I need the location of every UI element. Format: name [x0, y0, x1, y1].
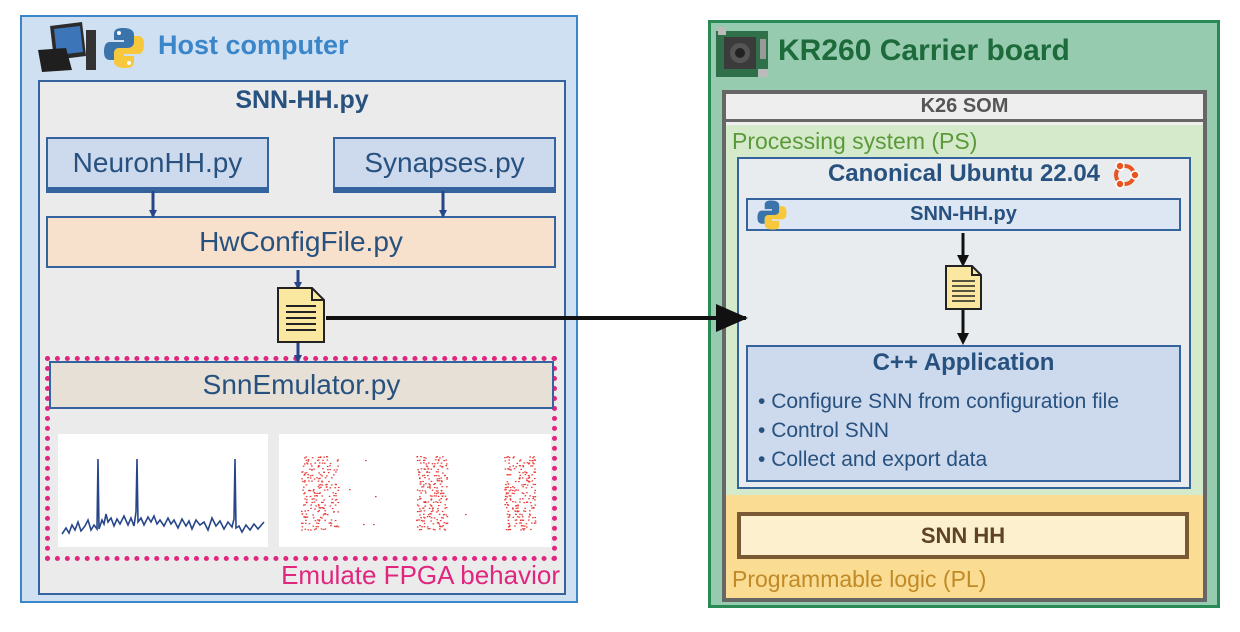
snn-emulator-box: SnnEmulator.py	[49, 361, 554, 409]
document-icon	[945, 265, 982, 310]
hwconfig-box: HwConfigFile.py	[46, 216, 556, 268]
snn-hh-hardware-box: SNN HH	[737, 512, 1189, 559]
kr260-title: KR260 Carrier board	[778, 34, 1070, 67]
app-item-configure: • Configure SNN from configuration file	[758, 390, 1120, 413]
neuron-hh-box: NeuronHH.py	[46, 137, 269, 189]
snn-hh-title: SNN-HH.py	[235, 86, 369, 114]
app-item-collect: • Collect and export data	[758, 448, 988, 471]
processing-system-label: Processing system (PS)	[732, 128, 978, 154]
voltage-trace	[61, 458, 265, 535]
app-item-label: Control SNN	[771, 419, 890, 442]
emulate-fpga-label: Emulate FPGA behavior	[281, 560, 560, 590]
ubuntu-title: Canonical Ubuntu 22.04	[737, 160, 1191, 188]
ubuntu-title-text: Canonical Ubuntu 22.04	[827, 160, 1101, 187]
ubuntu-icon	[1114, 161, 1140, 189]
membrane-voltage-plot	[58, 434, 268, 547]
cpp-application-box	[746, 345, 1181, 482]
host-title: Host computer	[158, 30, 349, 60]
cpp-application-title: C++ Application	[872, 349, 1055, 376]
snn-hh-script-box: SNN-HH.py	[746, 198, 1181, 231]
synapses-box: Synapses.py	[333, 137, 556, 189]
computer-icon	[38, 22, 96, 72]
python-icon	[104, 28, 144, 68]
app-item-label: Configure SNN from configuration file	[771, 390, 1120, 413]
spike-raster-plot	[279, 434, 551, 547]
document-icon	[277, 287, 325, 343]
k26-som-title: K26 SOM	[726, 94, 1203, 122]
python-icon	[757, 200, 787, 230]
app-item-label: Collect and export data	[771, 448, 988, 471]
spike-raster	[301, 456, 537, 531]
app-item-control: • Control SNN	[758, 419, 890, 442]
programmable-logic-label: Programmable logic (PL)	[732, 566, 987, 592]
board-icon	[716, 27, 768, 77]
